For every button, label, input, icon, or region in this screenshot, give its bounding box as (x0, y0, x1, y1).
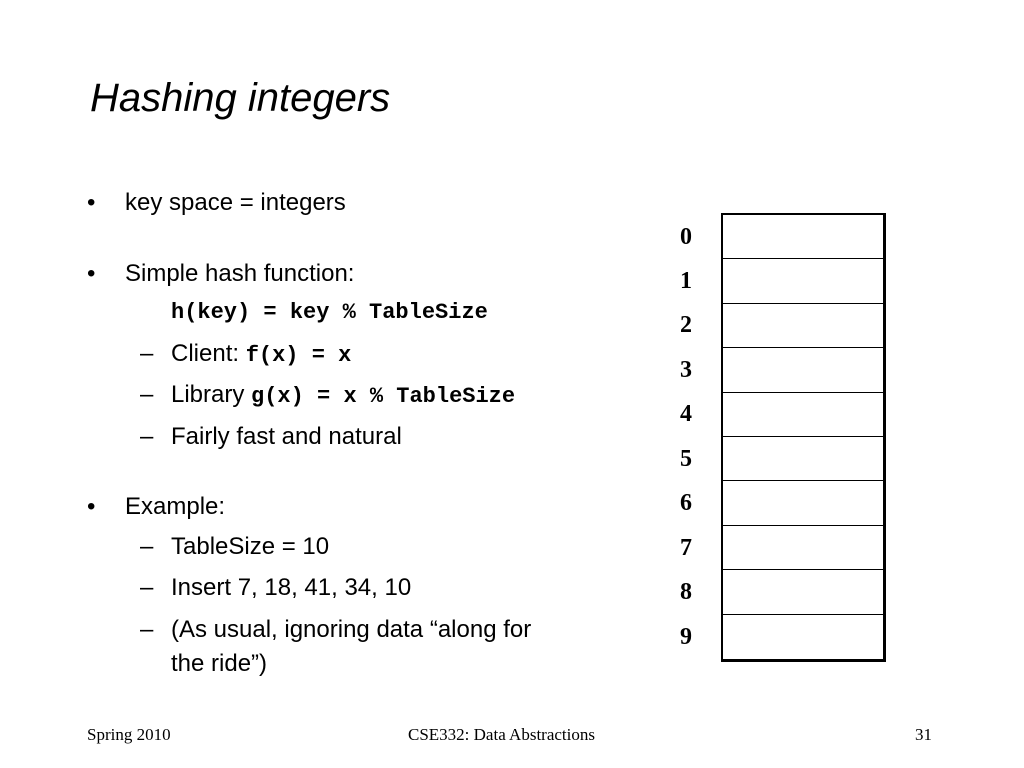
sub-bullet-as-usual-line2: the ride”) (171, 650, 268, 677)
sub-bullet-insert: Insert 7, 18, 41, 34, 10 (171, 574, 412, 601)
hash-table-cell (723, 437, 883, 482)
bullet-marker: • (87, 260, 96, 287)
sub-bullet-marker: – (140, 340, 154, 367)
hash-table-cell (723, 259, 883, 304)
slide-content: • key space = integers • Simple hash fun… (87, 189, 532, 677)
library-label: Library (171, 381, 252, 408)
hash-table-cell (723, 526, 883, 571)
hash-table-cell (723, 570, 883, 615)
bullet-marker: • (87, 493, 96, 520)
bullet-hash-function: Simple hash function: (125, 260, 355, 287)
sub-bullet-marker: – (140, 616, 154, 643)
sub-bullet-marker: – (140, 423, 154, 450)
table-index-5: 5 (680, 446, 692, 472)
hash-table-cell (723, 304, 883, 349)
sub-bullet-client: Client: f(x) = x (171, 340, 351, 370)
table-index-9: 9 (680, 624, 692, 650)
sub-bullet-marker: – (140, 533, 154, 560)
bullet-key-space: key space = integers (125, 189, 346, 216)
hash-table-cell (723, 348, 883, 393)
table-index-1: 1 (680, 268, 692, 294)
client-code: f(x) = x (245, 343, 352, 368)
slide-number: 31 (915, 725, 932, 744)
table-index-4: 4 (680, 401, 692, 427)
table-index-0: 0 (680, 224, 692, 250)
bullet-example: Example: (125, 493, 226, 520)
hash-function-code: h(key) = key % TableSize (171, 300, 488, 325)
slide-title: Hashing integers (90, 76, 391, 120)
table-index-3: 3 (680, 357, 692, 383)
hash-table-cell (723, 481, 883, 526)
table-index-2: 2 (680, 312, 692, 338)
library-code: g(x) = x % TableSize (251, 384, 516, 409)
footer-term: Spring 2010 (87, 725, 171, 744)
hash-table-cell (723, 393, 883, 437)
sub-bullet-tablesize: TableSize = 10 (171, 533, 330, 560)
table-index-7: 7 (680, 535, 692, 561)
sub-bullet-marker: – (140, 381, 154, 408)
hash-table-cell (723, 615, 883, 659)
sub-bullet-fast: Fairly fast and natural (171, 423, 402, 450)
sub-bullet-marker: – (140, 574, 154, 601)
bullet-marker: • (87, 189, 96, 216)
client-label: Client: (171, 340, 246, 367)
sub-bullet-as-usual-line1: (As usual, ignoring data “along for (171, 616, 532, 643)
hash-table-cell (723, 215, 883, 260)
table-index-6: 6 (680, 490, 692, 516)
table-index-8: 8 (680, 579, 692, 605)
sub-bullet-library: Library g(x) = x % TableSize (171, 381, 515, 411)
hash-table (721, 213, 886, 662)
footer-course: CSE332: Data Abstractions (408, 725, 595, 744)
